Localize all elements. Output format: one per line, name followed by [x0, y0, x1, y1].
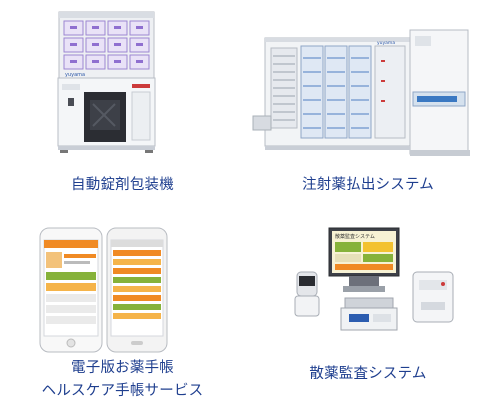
product-title[interactable]: 注射薬払出システム — [302, 177, 434, 193]
brand-text: yuyama — [65, 72, 85, 78]
product-tile-powder-audit[interactable]: 散薬監査システム 散薬監査システム — [245, 206, 491, 413]
injection-dispensing-system-icon: yuyama — [252, 29, 470, 156]
product-subtitle[interactable]: ヘルスケア手帳サービス — [41, 383, 204, 399]
product-tile-e-medication-notebook[interactable]: 電子版お薬手帳 ヘルスケア手帳サービス — [0, 206, 245, 413]
powder-audit-system-icon: 散薬監査システム — [294, 227, 454, 331]
product-title[interactable]: 電子版お薬手帳 — [71, 360, 174, 376]
product-tile-tablet-packaging[interactable]: yuyama 自動錠剤包装機 — [0, 0, 245, 206]
product-title[interactable]: 散薬監査システム — [309, 366, 427, 382]
brand-text: yuyama — [377, 41, 395, 46]
smartphone-app-icon — [39, 227, 168, 353]
tablet-packaging-machine-icon: yuyama — [57, 11, 156, 153]
product-title[interactable]: 自動錠剤包装機 — [71, 177, 174, 193]
screen-title: 散薬監査システム — [335, 233, 375, 240]
product-tile-injection-dispensing[interactable]: yuyama 注射薬払出システム — [245, 0, 491, 206]
